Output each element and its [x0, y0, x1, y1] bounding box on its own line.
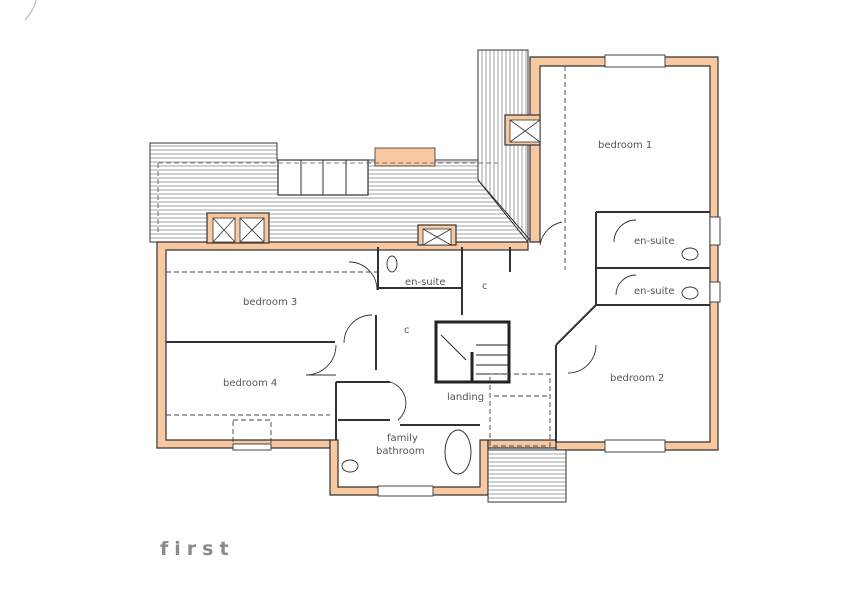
room-label-cupboard-2: c [404, 325, 410, 336]
room-label-en-suite-1: en-suite [634, 236, 675, 247]
room-label-landing: landing [447, 392, 484, 403]
doors [305, 219, 637, 421]
skylights [212, 119, 541, 246]
dashed-lines [166, 66, 566, 447]
room-label-family-bathroom-line2: bathroom [376, 446, 425, 457]
room-label-cupboard-1: c [482, 281, 488, 292]
room-label-bedroom-4: bedroom 4 [223, 378, 277, 389]
walls [156, 56, 719, 496]
balcony [487, 449, 567, 503]
decorative-arc [24, 0, 37, 21]
room-label-bedroom-1: bedroom 1 [598, 140, 652, 151]
windows [232, 54, 721, 497]
room-label-bedroom-3: bedroom 3 [243, 297, 297, 308]
room-label-en-suite-2: en-suite [634, 286, 675, 297]
partitions [166, 211, 710, 442]
bathtub [444, 429, 472, 475]
toilets [341, 247, 699, 473]
room-label-family-bathroom-line1: family [387, 433, 418, 444]
room-label-en-suite-3: en-suite [405, 277, 446, 288]
floor-label: first [160, 538, 235, 560]
room-label-bedroom-2: bedroom 2 [610, 373, 664, 384]
roof-area [149, 49, 531, 244]
staircase [434, 320, 511, 384]
